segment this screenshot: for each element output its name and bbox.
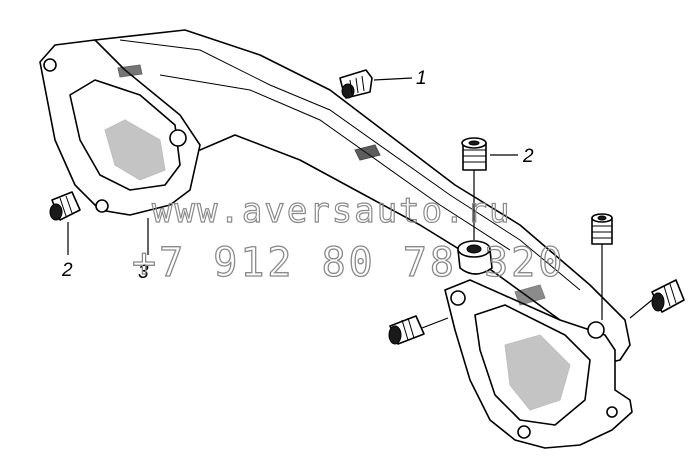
watermark-site: www.aversauto.ru bbox=[152, 191, 512, 231]
plug-right-far bbox=[651, 279, 685, 313]
leader-lines bbox=[67, 77, 653, 329]
manifold-body bbox=[39, 29, 633, 449]
left-flange-hole-right bbox=[169, 129, 187, 147]
right-flange-hole-bottom bbox=[517, 425, 531, 439]
plug-2-left bbox=[49, 191, 81, 221]
plug-right-vertical bbox=[591, 213, 613, 245]
left-flange-hole-bottom bbox=[95, 199, 109, 213]
callout-1: 1 bbox=[416, 68, 427, 89]
watermark-phone: +7 912 80 78 320 bbox=[132, 240, 565, 286]
left-flange-hole-top bbox=[43, 58, 57, 72]
plug-2-top bbox=[461, 137, 487, 171]
plug-1 bbox=[339, 69, 373, 99]
plug-right-lower bbox=[388, 315, 425, 345]
callout-3: 3 bbox=[138, 262, 149, 283]
callout-2-left: 2 bbox=[61, 260, 73, 281]
right-flange-hole-top bbox=[450, 290, 466, 306]
callout-2-top: 2 bbox=[522, 146, 534, 167]
right-flange-boss bbox=[587, 321, 605, 339]
right-flange-hole-side bbox=[606, 406, 618, 418]
